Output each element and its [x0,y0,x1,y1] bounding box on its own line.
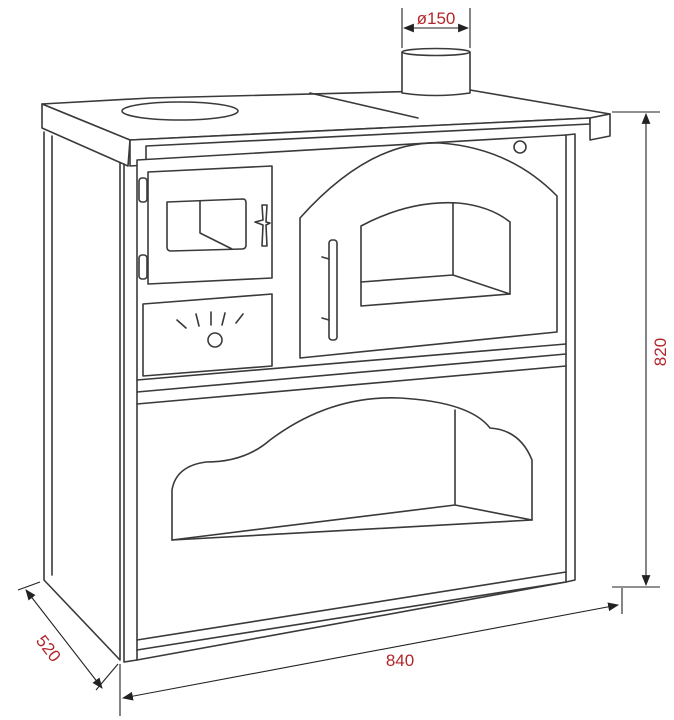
air-vent-slots [176,311,244,329]
width-label: 840 [386,651,414,670]
depth-label: 520 [32,632,64,666]
dimension-flue-diameter: ø150 [401,8,471,48]
plate-seam [309,92,419,119]
left-side-panel [43,131,121,661]
oven-base-rail [136,343,567,405]
hotplate-ring [121,101,239,121]
hinge-icon [138,254,148,280]
knob-icon [513,140,527,154]
door-latch-icon [254,204,271,247]
air-regulator-knob-icon [207,332,223,348]
height-label: 820 [651,338,670,366]
flue-pipe [401,47,471,97]
firebox-door [138,165,273,285]
oven-door [299,142,558,359]
ash-drawer [142,293,273,377]
cooktop [41,89,611,167]
dimension-depth: 520 [17,581,119,691]
hinge-icon [138,177,148,203]
dimension-height: 820 [612,111,670,588]
flue-diameter-label: ø150 [417,9,456,28]
oven-handle-icon [328,239,338,341]
dimension-width: 840 [119,588,623,716]
